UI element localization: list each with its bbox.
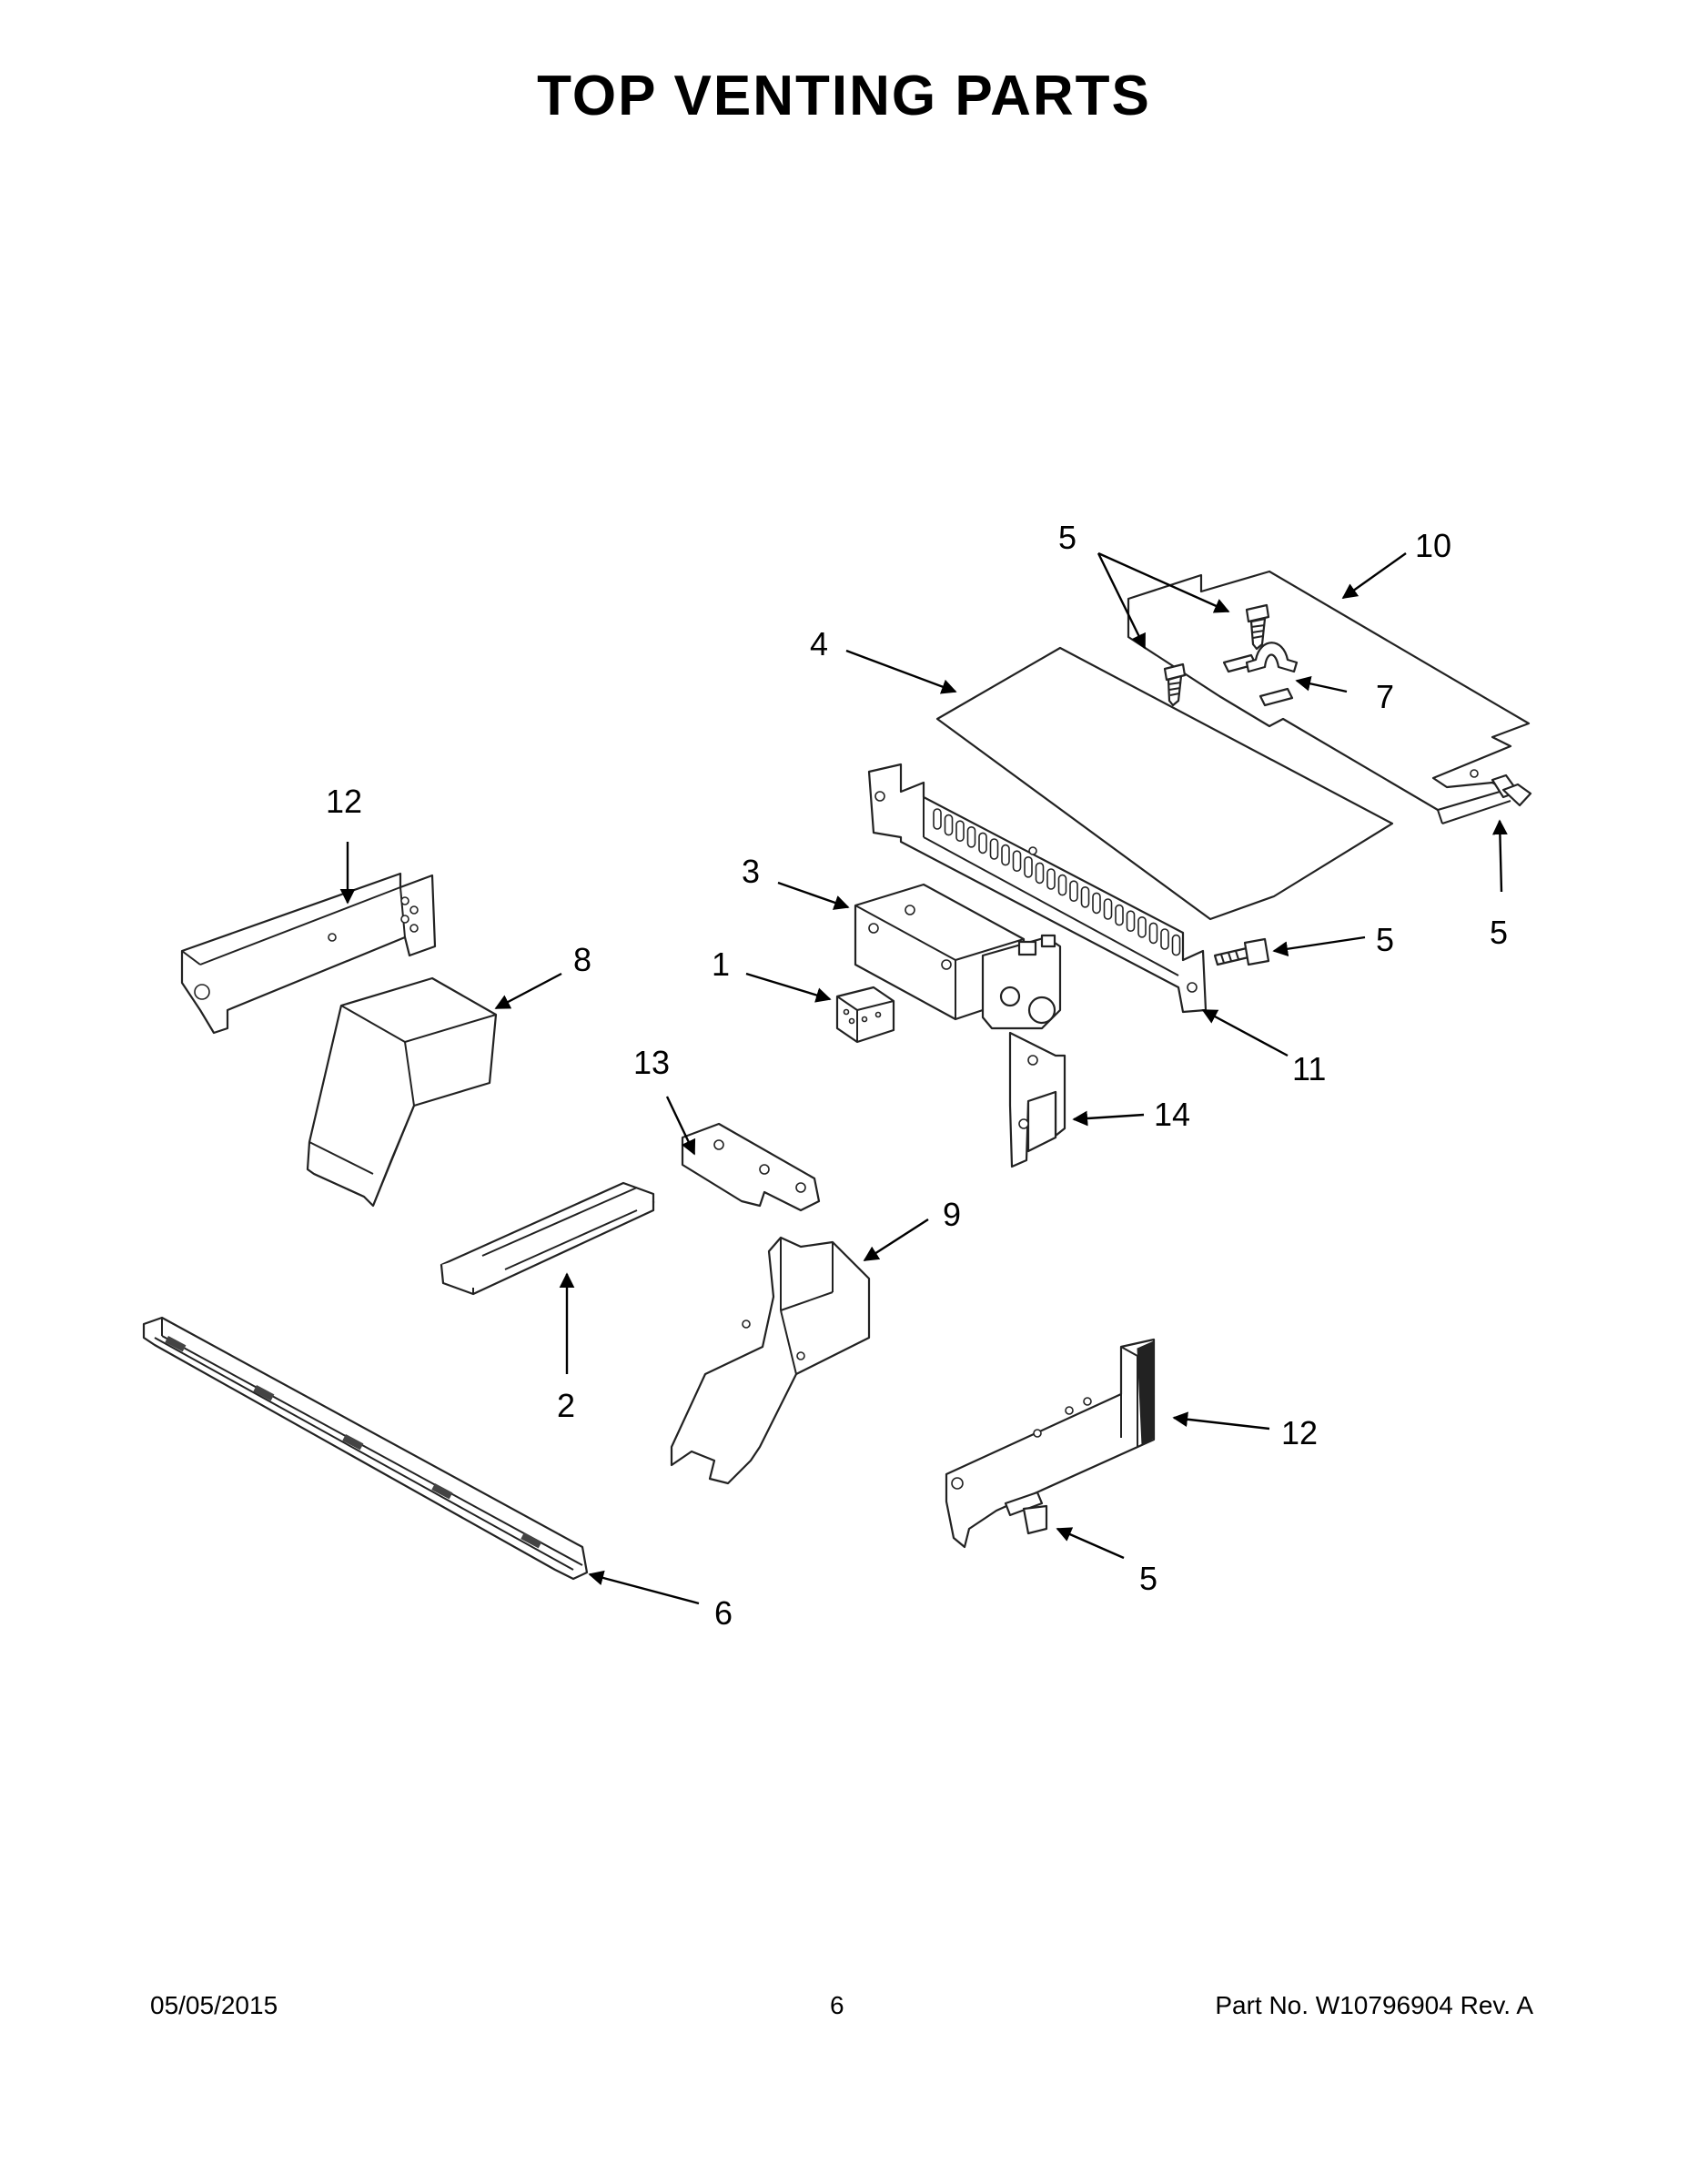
part-12-bracket-left bbox=[180, 872, 437, 1035]
callout-6: 6 bbox=[714, 1594, 733, 1632]
vent-slot bbox=[966, 825, 976, 848]
leader-lines bbox=[339, 551, 1508, 1605]
part-10-top-panel bbox=[1127, 570, 1531, 824]
vent-slot bbox=[1024, 855, 1033, 878]
part-6-front-grille bbox=[142, 1316, 589, 1581]
vent-slot bbox=[1001, 844, 1010, 866]
vent-slot bbox=[933, 808, 942, 830]
part-14-bracket bbox=[1008, 1031, 1066, 1168]
grille-segment bbox=[165, 1336, 187, 1352]
vent-slot bbox=[989, 838, 999, 860]
part-13-plate bbox=[681, 1122, 821, 1212]
grille-segment bbox=[431, 1483, 453, 1500]
vent-slot bbox=[1148, 922, 1158, 945]
part-9-front-duct bbox=[670, 1236, 871, 1485]
part-5-screw-top-right bbox=[1245, 603, 1270, 651]
callout-1: 1 bbox=[712, 945, 730, 983]
vent-slot bbox=[1035, 862, 1045, 885]
vent-slot bbox=[1160, 928, 1169, 950]
callout-labels: 5 10 4 7 5 5 11 3 1 14 13 9 12 8 2 12 5 … bbox=[326, 519, 1508, 1632]
part-5-screw-top-left bbox=[1163, 662, 1187, 707]
vent-slot bbox=[944, 814, 954, 836]
callout-8: 8 bbox=[573, 941, 591, 978]
vent-slot bbox=[1126, 910, 1136, 933]
callout-10: 10 bbox=[1415, 527, 1451, 564]
callout-5-top: 5 bbox=[1058, 519, 1076, 556]
callout-9: 9 bbox=[943, 1196, 961, 1233]
callout-5-right: 5 bbox=[1490, 914, 1508, 951]
vent-slot bbox=[978, 832, 987, 854]
vent-slot bbox=[1103, 898, 1113, 920]
part-8-duct-elbow bbox=[306, 976, 498, 1208]
vent-slot bbox=[1080, 885, 1090, 908]
grille-segment bbox=[253, 1385, 275, 1401]
callout-12-right: 12 bbox=[1281, 1414, 1318, 1451]
part-5-screw-bottom bbox=[1004, 1491, 1048, 1535]
grille-segment bbox=[342, 1434, 364, 1451]
callout-4: 4 bbox=[810, 625, 828, 662]
vent-slot bbox=[1057, 874, 1067, 896]
callout-2: 2 bbox=[557, 1387, 575, 1424]
vent-slot bbox=[1171, 934, 1181, 956]
footer-date: 05/05/2015 bbox=[150, 1991, 278, 2019]
part-5-screw-middle bbox=[1213, 937, 1270, 966]
callout-7: 7 bbox=[1376, 678, 1394, 715]
vent-slot bbox=[1012, 850, 1022, 873]
part-12-bracket-right bbox=[945, 1338, 1156, 1549]
footer-part-number: Part No. W10796904 Rev. A bbox=[1215, 1991, 1533, 2019]
callout-5-middle: 5 bbox=[1376, 921, 1394, 958]
callout-12-left: 12 bbox=[326, 783, 362, 820]
page-title: TOP VENTING PARTS bbox=[537, 65, 1151, 127]
grille-segment bbox=[521, 1532, 542, 1549]
callout-3: 3 bbox=[742, 853, 760, 890]
callout-13: 13 bbox=[633, 1044, 670, 1081]
vent-slot bbox=[1046, 868, 1056, 890]
callout-14: 14 bbox=[1154, 1096, 1190, 1133]
part-3-vent-motor bbox=[854, 883, 1062, 1030]
part-4-vent-cover bbox=[867, 646, 1394, 1014]
vent-slot bbox=[1069, 880, 1078, 903]
callout-5-bottom: 5 bbox=[1139, 1560, 1157, 1597]
part-2-channel bbox=[440, 1181, 655, 1296]
vent-slot bbox=[1092, 892, 1101, 915]
part-7-clip bbox=[1245, 642, 1299, 673]
part-1-block bbox=[835, 986, 895, 1044]
part-5-screw-right bbox=[1491, 774, 1532, 807]
callout-11: 11 bbox=[1292, 1050, 1326, 1087]
vent-slot bbox=[1115, 904, 1124, 926]
vent-slot bbox=[955, 820, 965, 843]
vent-slot bbox=[1137, 915, 1147, 938]
footer-page-number: 6 bbox=[830, 1991, 844, 2019]
